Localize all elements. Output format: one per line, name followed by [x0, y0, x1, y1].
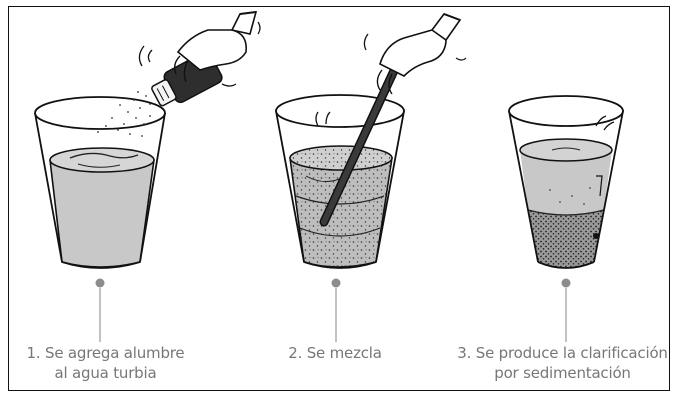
step-3-caption: 3. Se produce la clarificación por sedim… [455, 343, 670, 383]
step-3-caption-line-2: por sedimentación [455, 363, 670, 383]
step-1-caption-line-2: al agua turbia [18, 363, 193, 383]
glass-step-2 [276, 14, 466, 342]
step-1-caption-line-1: 1. Se agrega alumbre [18, 343, 193, 363]
step-1-caption: 1. Se agrega alumbre al agua turbia [18, 343, 193, 383]
step-2-caption-line-1: 2. Se mezcla [285, 343, 385, 363]
step-3-caption-line-1: 3. Se produce la clarificación [455, 343, 670, 363]
glass-step-1 [35, 12, 260, 342]
glass-step-3 [509, 96, 623, 342]
step-2-caption: 2. Se mezcla [285, 343, 385, 363]
